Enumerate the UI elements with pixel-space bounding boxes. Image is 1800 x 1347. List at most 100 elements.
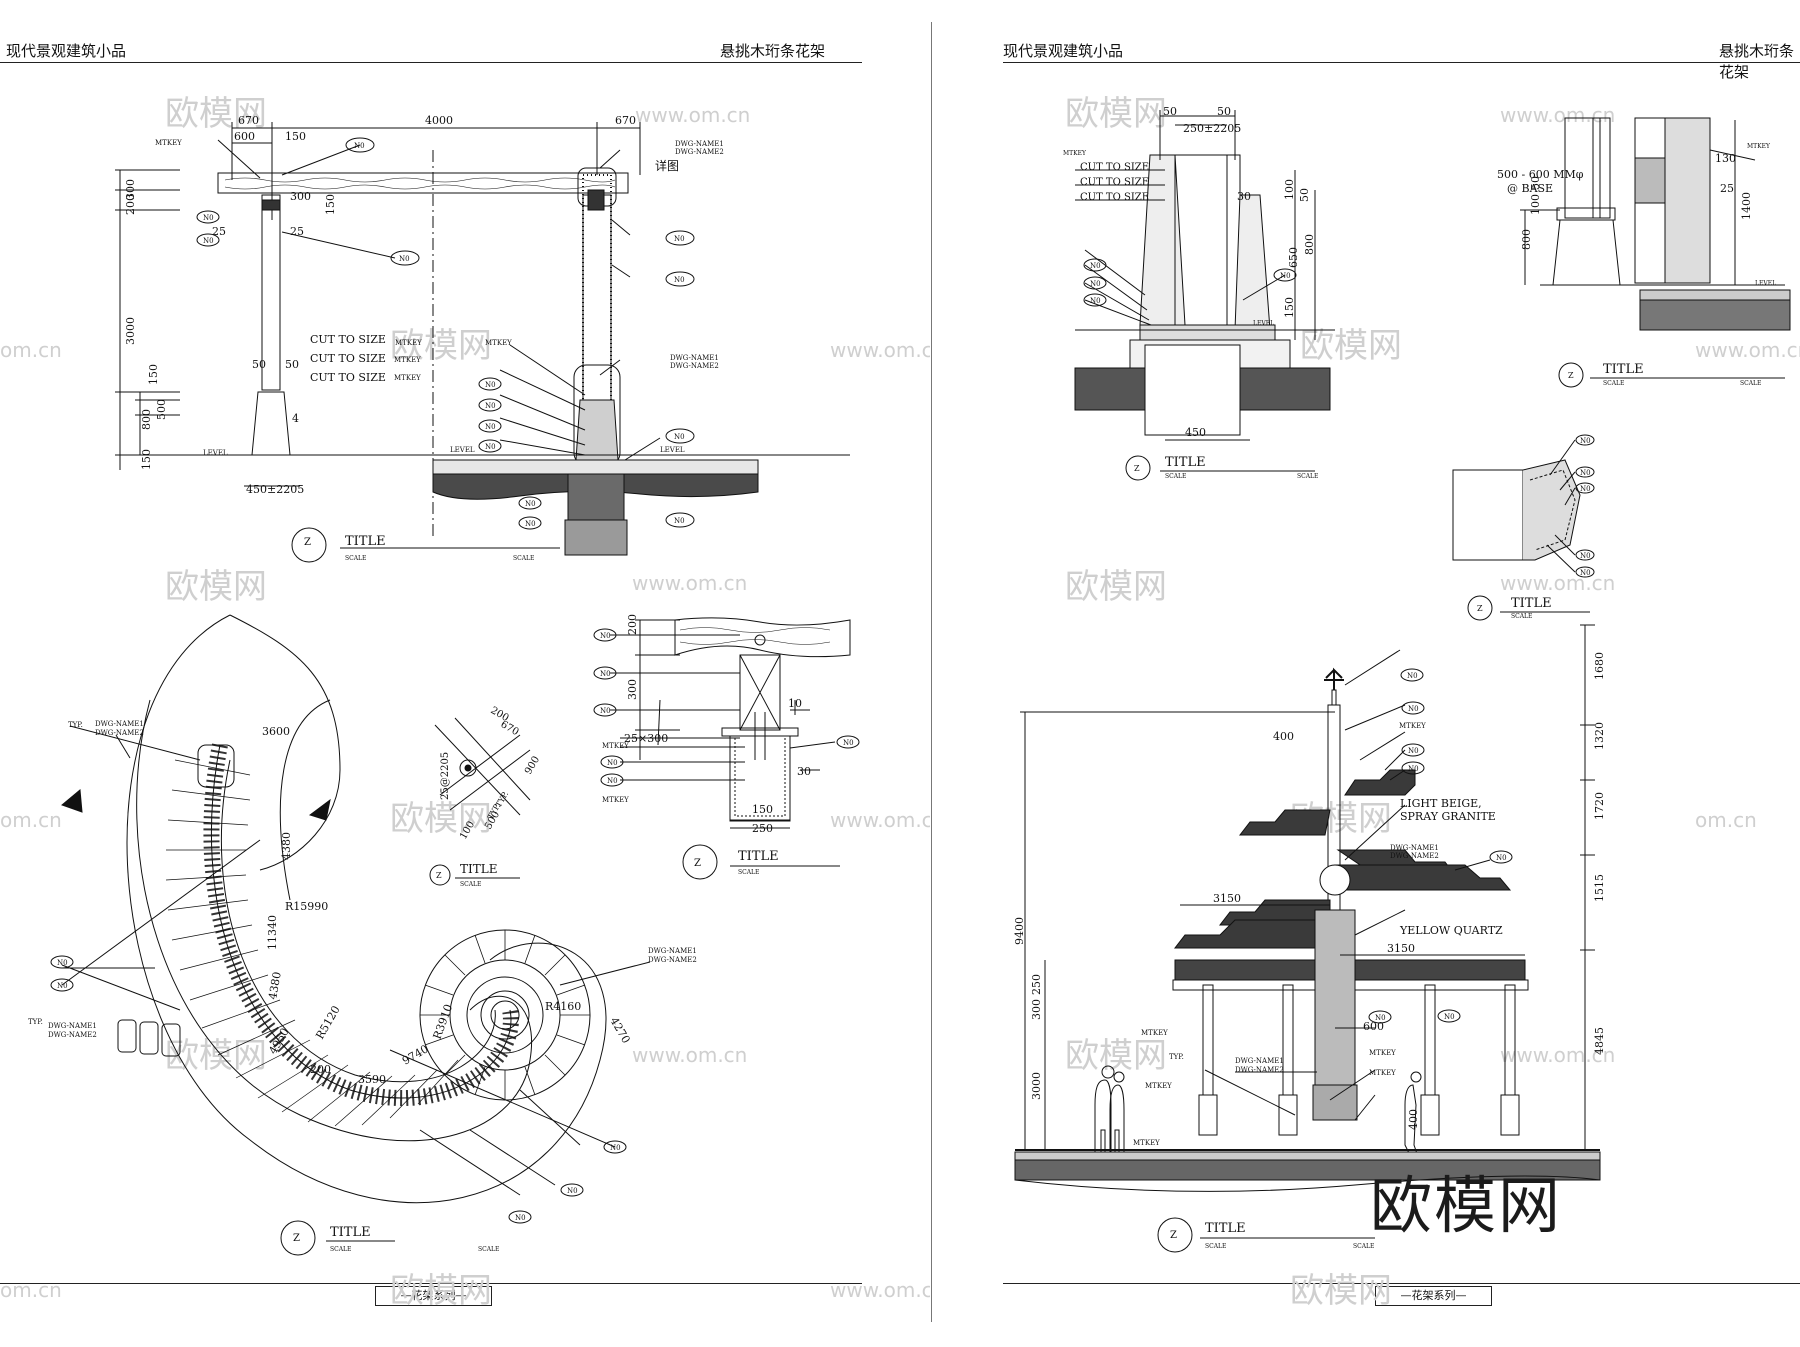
svg-text:DWG-NAME2: DWG-NAME2 — [675, 148, 724, 156]
callout-tags: N0 N0 N0 N0 N0 N0 N0 N0 N0 N0 N0 N0 N0 N… — [196, 137, 695, 530]
svg-text:MTKEY: MTKEY — [1145, 1082, 1172, 1090]
svg-text:CUT TO SIZE: CUT TO SIZE — [310, 352, 386, 365]
spiral-pergola-plan — [61, 614, 651, 1256]
svg-text:MTKEY: MTKEY — [1369, 1049, 1396, 1057]
svg-text:250: 250 — [1030, 974, 1043, 995]
svg-text:150: 150 — [285, 130, 306, 143]
svg-text:SCALE: SCALE — [1603, 380, 1624, 387]
svg-text:CUT TO SIZE: CUT TO SIZE — [1080, 162, 1149, 173]
svg-text:N0: N0 — [203, 214, 214, 222]
callout-tag: N0 — [196, 233, 220, 247]
svg-text:MTKEY: MTKEY — [155, 139, 182, 147]
svg-text:100: 100 — [1529, 194, 1542, 215]
svg-text:N0: N0 — [600, 707, 611, 715]
svg-text:250: 250 — [752, 822, 773, 835]
callout-tag: N0 — [593, 666, 617, 680]
svg-text:N0: N0 — [674, 235, 685, 243]
callout-tag: N0 — [50, 955, 74, 969]
watermark-url: www.om.cn — [1500, 1043, 1615, 1067]
watermark-url: www.om.cn — [830, 338, 930, 362]
svg-text:MTKEY: MTKEY — [1141, 1029, 1168, 1037]
header-title-left: 现代景观建筑小品 — [1003, 42, 1124, 60]
sheet-divider — [931, 22, 932, 1322]
svg-text:DWG-NAME1: DWG-NAME1 — [1390, 844, 1439, 852]
svg-text:3000: 3000 — [124, 317, 137, 345]
svg-text:300: 300 — [1030, 999, 1043, 1020]
svg-text:MTKEY: MTKEY — [1399, 722, 1426, 730]
svg-text:900: 900 — [523, 754, 542, 776]
svg-text:4380: 4380 — [266, 971, 284, 1001]
callout-tag: N0 — [665, 230, 695, 246]
svg-text:25: 25 — [290, 225, 304, 238]
watermark-url: www.om.cn — [830, 1278, 930, 1302]
svg-text:N0: N0 — [485, 381, 496, 389]
svg-text:N0: N0 — [1090, 297, 1101, 305]
svg-text:SCALE: SCALE — [1205, 1243, 1226, 1250]
watermark-url: om.cn — [0, 338, 62, 362]
svg-text:400: 400 — [1273, 730, 1294, 743]
svg-text:LEVEL: LEVEL — [203, 449, 228, 457]
svg-text:3150: 3150 — [1387, 942, 1415, 955]
svg-text:30: 30 — [1237, 190, 1251, 203]
callout-tag: N0 — [1083, 293, 1107, 307]
watermark-brand: 欧模网 — [390, 799, 492, 839]
svg-text:LEVEL: LEVEL — [450, 446, 475, 454]
svg-text:SCALE: SCALE — [513, 555, 534, 562]
svg-text:N0: N0 — [485, 443, 496, 451]
svg-text:CUT TO SIZE: CUT TO SIZE — [1080, 192, 1149, 203]
column-base-detail — [1520, 117, 1791, 388]
svg-text:DWG-NAME2: DWG-NAME2 — [670, 362, 719, 370]
left-drawings: 欧模网 www.om.cn om.cn 欧模网 www.om.cn 欧模网 ww… — [0, 94, 930, 1311]
svg-text:Z: Z — [1134, 464, 1140, 473]
section-labels: 670 4000 670 600 150 300 25 25 CUT TO SI… — [124, 114, 724, 562]
base-detail-labels: 500 - 600 MMφ @ BASE 130 25 1400 800 100… — [1497, 143, 1776, 387]
callout-tag: N0 — [518, 516, 542, 530]
watermark-url: www.om.cn — [632, 571, 747, 595]
svg-text:R4160: R4160 — [545, 1000, 581, 1013]
watermark-url: om.cn — [0, 808, 62, 832]
callout-tag: N0 — [1368, 1010, 1392, 1024]
svg-text:N0: N0 — [1408, 747, 1419, 755]
svg-text:R5120: R5120 — [313, 1004, 342, 1042]
svg-text:MTKEY: MTKEY — [1747, 143, 1771, 150]
svg-text:130: 130 — [1715, 152, 1736, 165]
svg-text:详图: 详图 — [655, 158, 679, 173]
svg-text:450: 450 — [1185, 426, 1206, 439]
svg-text:LEVEL: LEVEL — [1755, 280, 1776, 287]
svg-text:500: 500 — [155, 399, 168, 420]
callout-tag: N0 — [1437, 1009, 1461, 1023]
svg-text:TITLE: TITLE — [460, 862, 497, 876]
svg-text:N0: N0 — [1580, 437, 1591, 445]
svg-text:TITLE: TITLE — [1511, 596, 1552, 611]
callout-tag: N0 — [478, 398, 502, 412]
svg-text:DWG-NAME2: DWG-NAME2 — [1235, 1066, 1284, 1074]
svg-text:600: 600 — [234, 130, 255, 143]
callout-tag: N0 — [1575, 466, 1595, 478]
svg-text:DWG-NAME2: DWG-NAME2 — [1390, 852, 1439, 860]
svg-text:N0: N0 — [674, 276, 685, 284]
svg-text:N0: N0 — [57, 982, 68, 990]
watermark-brand: 欧模网 — [165, 567, 267, 607]
svg-text:MTKEY: MTKEY — [1063, 150, 1087, 157]
svg-text:N0: N0 — [1580, 569, 1591, 577]
svg-text:150: 150 — [1283, 297, 1296, 318]
svg-text:DWG-NAME2: DWG-NAME2 — [648, 956, 697, 964]
svg-text:10: 10 — [788, 697, 802, 710]
svg-text:N0: N0 — [354, 142, 365, 150]
svg-text:50: 50 — [285, 358, 299, 371]
svg-text:3000: 3000 — [1030, 1072, 1043, 1100]
svg-text:500 - 600 MMφ: 500 - 600 MMφ — [1497, 168, 1584, 181]
svg-text:LEVEL: LEVEL — [660, 446, 685, 454]
svg-text:N0: N0 — [1444, 1013, 1455, 1021]
svg-text:TYP.: TYP. — [28, 1018, 43, 1026]
svg-text:N0: N0 — [567, 1187, 578, 1195]
svg-text:9740: 9740 — [400, 1042, 431, 1067]
svg-text:300: 300 — [124, 179, 137, 200]
svg-text:SCALE: SCALE — [1353, 1243, 1374, 1250]
svg-text:3150: 3150 — [1213, 892, 1241, 905]
svg-text:N0: N0 — [1580, 469, 1591, 477]
svg-text:200: 200 — [124, 194, 137, 215]
svg-text:200: 200 — [310, 1063, 331, 1076]
svg-text:250±2205: 250±2205 — [1183, 122, 1241, 135]
svg-text:50: 50 — [1217, 105, 1231, 118]
